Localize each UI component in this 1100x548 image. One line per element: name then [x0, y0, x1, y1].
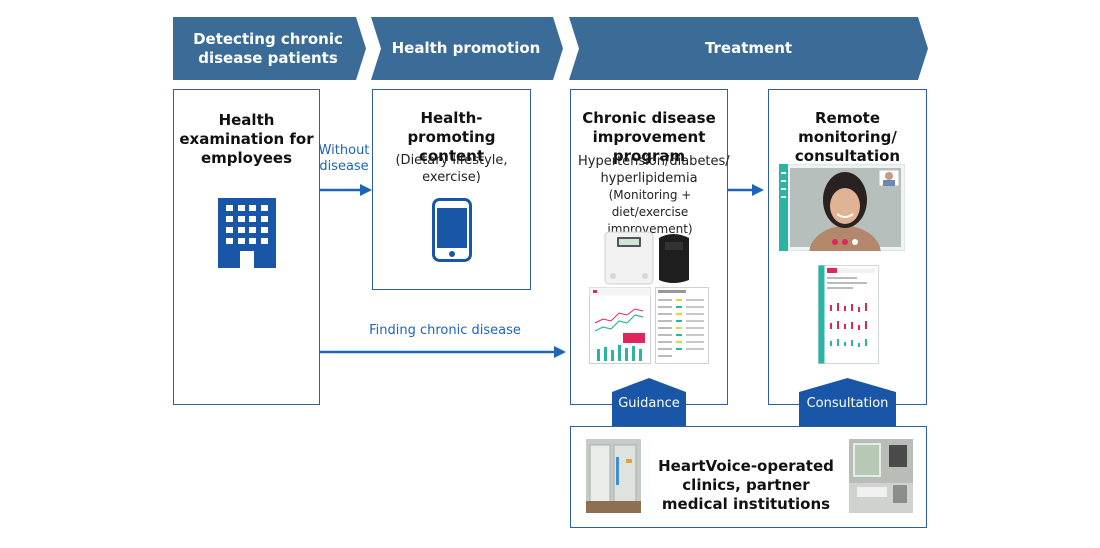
header-treatment: Treatment	[579, 17, 918, 80]
label-finding-chronic-disease: Finding chronic disease	[369, 323, 521, 338]
label-without-disease: Without disease	[318, 143, 370, 174]
promoting-subtitle: (Dietary lifestyle, exercise)	[395, 153, 508, 185]
clinic-room-photo	[849, 439, 913, 513]
clinic-entrance-photo	[586, 439, 641, 513]
office-building-icon	[218, 198, 276, 268]
exam-title: Health examination for employees	[179, 111, 314, 167]
video-call-screenshot	[779, 164, 905, 251]
clinics-title: HeartVoice-operated clinics, partner med…	[658, 457, 834, 513]
app-trend-screenshot	[589, 287, 651, 364]
consultation-tab-shape	[799, 378, 896, 426]
header-detecting-text: Detecting chronic disease patients	[193, 29, 343, 67]
arrow-to-remote	[728, 184, 764, 196]
arrow-finding-chronic-disease	[320, 346, 566, 358]
health-devices-image	[604, 231, 689, 285]
guidance-tab-shape	[612, 378, 686, 426]
header-chevron-promotion	[371, 17, 563, 80]
promoting-title: Health-promoting content	[407, 109, 496, 165]
arrow-without-disease	[320, 184, 372, 196]
header-detecting: Detecting chronic disease patients	[180, 17, 356, 80]
header-chevron-detecting	[173, 17, 366, 80]
guidance-label: Guidance	[618, 396, 680, 411]
header-treatment-text: Treatment	[704, 39, 793, 57]
header-chevron-treatment	[569, 17, 928, 80]
app-table-screenshot	[655, 287, 709, 364]
program-line1: Hypertension/diabetes/ hyperlipidemia	[578, 154, 730, 186]
program-title: Chronic disease improvement program	[582, 109, 716, 165]
smartphone-icon	[432, 198, 472, 262]
header-promotion-text: Health promotion	[391, 39, 541, 57]
monitoring-dashboard-screenshot	[818, 265, 879, 364]
header-promotion: Health promotion	[380, 17, 552, 80]
consultation-label: Consultation	[806, 396, 889, 411]
